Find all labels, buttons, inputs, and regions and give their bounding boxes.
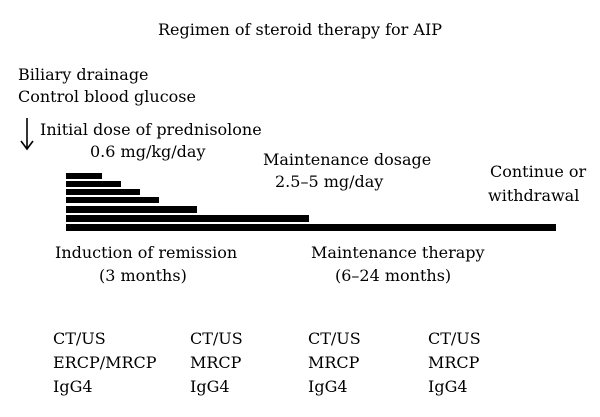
diagram-title: Regimen of steroid therapy for AIP <box>157 20 443 39</box>
phase-induction-label: Induction of remission <box>55 243 238 262</box>
dose-bar-5 <box>66 206 197 213</box>
dose-bar-4 <box>66 197 159 203</box>
dose-bar-3 <box>66 189 140 195</box>
test-col-2-row-3: IgG4 <box>190 377 230 396</box>
down-arrow-icon <box>20 118 34 151</box>
biliary-drainage-text: Biliary drainage <box>18 65 149 84</box>
maintenance-dosage-label: Maintenance dosage <box>263 150 432 169</box>
phase-maintenance-label: Maintenance therapy <box>311 243 485 262</box>
test-col-4-row-1: CT/US <box>428 329 481 348</box>
continue-or-text: Continue or <box>490 162 587 181</box>
dose-bar-2 <box>66 181 121 187</box>
dose-bar-7 <box>66 224 556 231</box>
control-blood-glucose-text: Control blood glucose <box>18 87 196 106</box>
phase-induction-duration: (3 months) <box>99 266 187 285</box>
test-col-4-row-2: MRCP <box>428 353 480 372</box>
test-col-1-row-1: CT/US <box>53 329 106 348</box>
dose-bar-1 <box>66 173 102 179</box>
dose-bar-6 <box>66 215 309 222</box>
test-col-3-row-2: MRCP <box>308 353 360 372</box>
initial-dose-label: Initial dose of prednisolone <box>40 120 262 139</box>
test-col-3-row-3: IgG4 <box>308 377 348 396</box>
test-col-1-row-3: IgG4 <box>53 377 93 396</box>
maintenance-dosage-value: 2.5–5 mg/day <box>275 172 384 191</box>
test-col-2-row-2: MRCP <box>190 353 242 372</box>
phase-maintenance-duration: (6–24 months) <box>335 266 452 285</box>
test-col-2-row-1: CT/US <box>190 329 243 348</box>
test-col-1-row-2: ERCP/MRCP <box>53 353 157 372</box>
test-col-4-row-3: IgG4 <box>428 377 468 396</box>
test-col-3-row-1: CT/US <box>308 329 361 348</box>
initial-dose-value: 0.6 mg/kg/day <box>90 142 206 161</box>
withdrawal-text: withdrawal <box>488 186 580 205</box>
